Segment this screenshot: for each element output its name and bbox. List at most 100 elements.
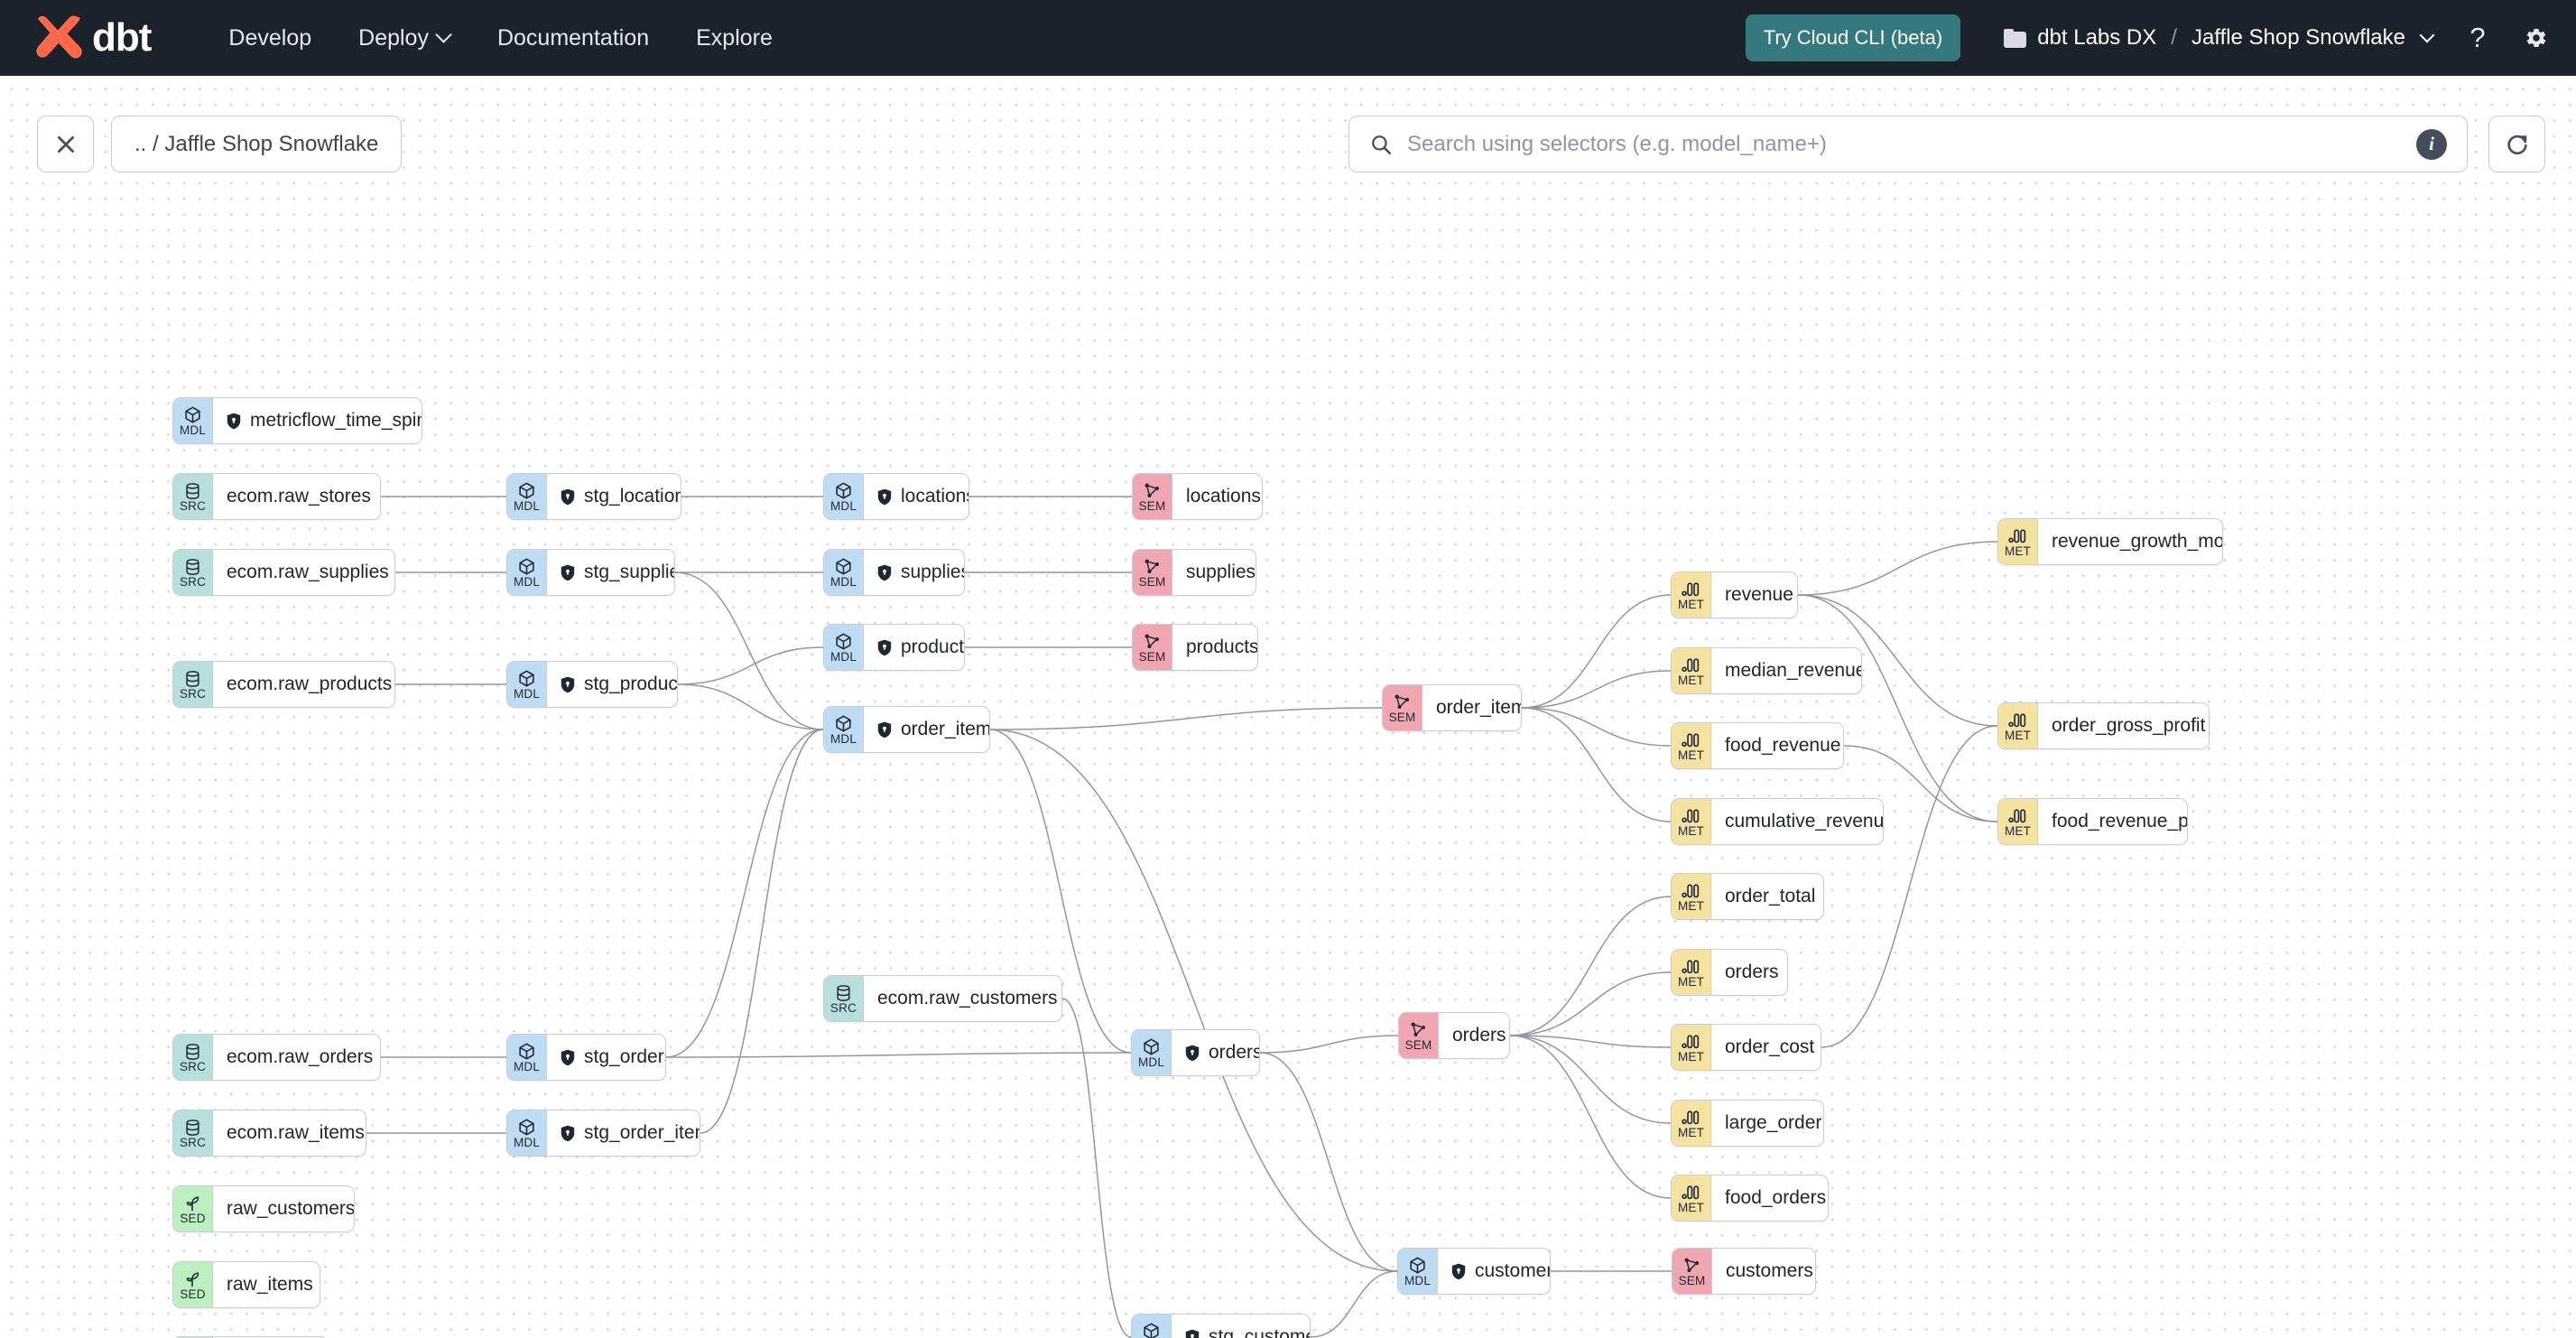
node-label-wrap: food_orders xyxy=(1711,1175,1828,1221)
node-label: order_gross_profit xyxy=(2052,715,2206,736)
node-type-label: MDL xyxy=(513,574,541,589)
graph-node-seed_raw_customers[interactable]: SED raw_customers xyxy=(172,1185,355,1232)
graph-node-stg_customers[interactable]: MDL stg_customers xyxy=(1131,1314,1311,1338)
graph-node-sem_orders[interactable]: SEM orders xyxy=(1398,1012,1510,1059)
node-label: stg_locations xyxy=(584,486,681,506)
graph-node-met_food_revenue_pct[interactable]: MET food_revenue_pct xyxy=(1997,798,2188,845)
node-type-badge-sed: SED xyxy=(173,1186,213,1231)
graph-node-met_median_revenue[interactable]: MET median_revenue xyxy=(1671,647,1862,694)
cube-icon xyxy=(519,1042,534,1060)
node-label: large_order xyxy=(1725,1112,1822,1133)
shield-check-icon xyxy=(877,488,892,505)
project-breadcrumb[interactable]: dbt Labs DX / Jaffle Shop Snowflake xyxy=(2004,25,2433,51)
node-label-wrap: supplies xyxy=(1172,550,1256,595)
nav-link-deploy[interactable]: Deploy xyxy=(335,16,474,60)
graph-node-met_order_gross_profit[interactable]: MET order_gross_profit xyxy=(1997,702,2210,749)
graph-node-src_raw_supplies[interactable]: SRC ecom.raw_supplies xyxy=(172,549,395,596)
graph-node-met_orders[interactable]: MET orders xyxy=(1671,949,1788,996)
graph-node-sem_order_item[interactable]: SEM order_item xyxy=(1382,684,1522,731)
nav-link-label: Documentation xyxy=(496,24,650,51)
graph-node-met_food_revenue[interactable]: MET food_revenue xyxy=(1671,722,1844,769)
node-label: food_revenue_pct xyxy=(2052,811,2188,832)
node-label-wrap: ecom.raw_supplies xyxy=(213,550,394,595)
node-label-wrap: customers xyxy=(1438,1249,1550,1294)
node-type-badge-met: MET xyxy=(1672,723,1711,768)
nav-link-develop[interactable]: Develop xyxy=(205,16,335,60)
graph-node-mdl_orders[interactable]: MDL orders xyxy=(1131,1029,1260,1076)
node-type-badge-mdl: MDL xyxy=(173,398,213,443)
node-label: cumulative_revenue xyxy=(1725,811,1884,832)
node-type-badge-met: MET xyxy=(1672,1101,1711,1146)
graph-node-mdl_products[interactable]: MDL products xyxy=(823,624,965,671)
node-type-badge-mdl: MDL xyxy=(824,707,864,752)
graph-node-sem_products[interactable]: SEM products xyxy=(1132,624,1258,671)
bar-chart-icon xyxy=(1682,808,1700,822)
refresh-button[interactable] xyxy=(2488,116,2545,172)
node-label-wrap: products xyxy=(864,625,964,670)
graph-node-src_raw_products[interactable]: SRC ecom.raw_products xyxy=(172,661,395,708)
graph-node-src_raw_orders[interactable]: SRC ecom.raw_orders xyxy=(172,1034,381,1081)
help-button[interactable]: ? xyxy=(2464,23,2491,53)
node-type-icon xyxy=(1682,1184,1700,1202)
graph-node-mdl_order_items[interactable]: MDL order_items xyxy=(823,706,990,753)
graph-node-stg_products[interactable]: MDL stg_products xyxy=(506,661,678,708)
node-label: ecom.raw_items xyxy=(227,1122,365,1143)
dbt-wordmark: dbt xyxy=(92,15,152,60)
nav-link-documentation[interactable]: Documentation xyxy=(474,16,672,60)
node-type-badge-met: MET xyxy=(1998,519,2038,564)
settings-button[interactable] xyxy=(2522,24,2549,51)
info-icon[interactable]: i xyxy=(2416,128,2447,160)
semantic-graph-icon xyxy=(1411,1022,1426,1036)
graph-node-stg_locations[interactable]: MDL stg_locations xyxy=(506,473,681,520)
graph-node-src_raw_customers[interactable]: SRC ecom.raw_customers xyxy=(823,975,1062,1022)
node-label-wrap: revenue xyxy=(1711,572,1797,618)
node-label: supplies xyxy=(1186,562,1256,582)
node-type-label: MET xyxy=(2004,544,2032,558)
node-label: order_items xyxy=(901,719,990,739)
graph-node-met_large_order[interactable]: MET large_order xyxy=(1671,1100,1824,1147)
graph-node-src_raw_items[interactable]: SRC ecom.raw_items xyxy=(172,1110,366,1157)
bar-chart-icon xyxy=(1682,732,1700,747)
graph-node-met_revenue[interactable]: MET revenue xyxy=(1671,571,1798,618)
bar-chart-icon xyxy=(1682,959,1700,973)
graph-node-mdl_locations[interactable]: MDL locations xyxy=(823,473,969,520)
shield-check-icon xyxy=(1185,1045,1200,1061)
search-bar[interactable]: i xyxy=(1348,116,2468,172)
node-label-wrap: orders xyxy=(1172,1030,1259,1075)
node-type-badge-mdl: MDL xyxy=(824,474,864,519)
node-type-badge-met: MET xyxy=(1672,1175,1711,1221)
graph-node-stg_order_items[interactable]: MDL stg_order_items xyxy=(506,1110,700,1157)
graph-node-src_raw_stores[interactable]: SRC ecom.raw_stores xyxy=(172,473,381,520)
graph-node-met_food_orders[interactable]: MET food_orders xyxy=(1671,1175,1829,1222)
lineage-canvas[interactable]: MDL metricflow_time_spine SRC ecom.raw_s… xyxy=(0,76,2576,1338)
graph-node-met_order_cost[interactable]: MET order_cost xyxy=(1671,1024,1821,1071)
node-type-badge-mdl: MDL xyxy=(824,625,864,670)
graph-node-metricflow_time_spine[interactable]: MDL metricflow_time_spine xyxy=(172,397,422,444)
node-label: median_revenue xyxy=(1725,660,1862,681)
graph-node-seed_raw_items[interactable]: SED raw_items xyxy=(172,1261,320,1308)
graph-node-sem_locations[interactable]: SEM locations xyxy=(1132,473,1263,520)
graph-node-sem_supplies[interactable]: SEM supplies xyxy=(1132,549,1256,596)
graph-node-stg_orders[interactable]: MDL stg_orders xyxy=(506,1034,666,1081)
node-label-wrap: raw_items xyxy=(213,1262,320,1307)
close-button[interactable] xyxy=(37,116,94,172)
graph-node-met_revenue_growth_mom[interactable]: MET revenue_growth_mom xyxy=(1997,518,2223,565)
node-label-wrap: locations xyxy=(1172,474,1262,519)
dbt-logo[interactable]: dbt xyxy=(32,15,152,60)
graph-node-met_order_total[interactable]: MET order_total xyxy=(1671,873,1824,920)
semantic-graph-icon xyxy=(1144,634,1160,648)
node-label: customers xyxy=(1475,1260,1550,1281)
node-label: stg_order_items xyxy=(584,1122,700,1143)
graph-node-mdl_supplies[interactable]: MDL supplies xyxy=(823,549,965,596)
node-type-label: SEM xyxy=(1138,649,1166,664)
graph-node-mdl_customers[interactable]: MDL customers xyxy=(1397,1248,1551,1295)
graph-node-stg_supplies[interactable]: MDL stg_supplies xyxy=(506,549,675,596)
graph-node-met_cumulative_revenue[interactable]: MET cumulative_revenue xyxy=(1671,798,1884,845)
node-label: food_revenue xyxy=(1725,735,1841,756)
search-input[interactable] xyxy=(1407,131,2416,157)
node-type-label: MDL xyxy=(829,498,857,513)
graph-node-sem_customers[interactable]: SEM customers xyxy=(1672,1248,1816,1295)
breadcrumb-button[interactable]: .. / Jaffle Shop Snowflake xyxy=(111,116,403,172)
nav-link-explore[interactable]: Explore xyxy=(672,16,796,60)
try-cloud-cli-button[interactable]: Try Cloud CLI (beta) xyxy=(1745,14,1961,61)
